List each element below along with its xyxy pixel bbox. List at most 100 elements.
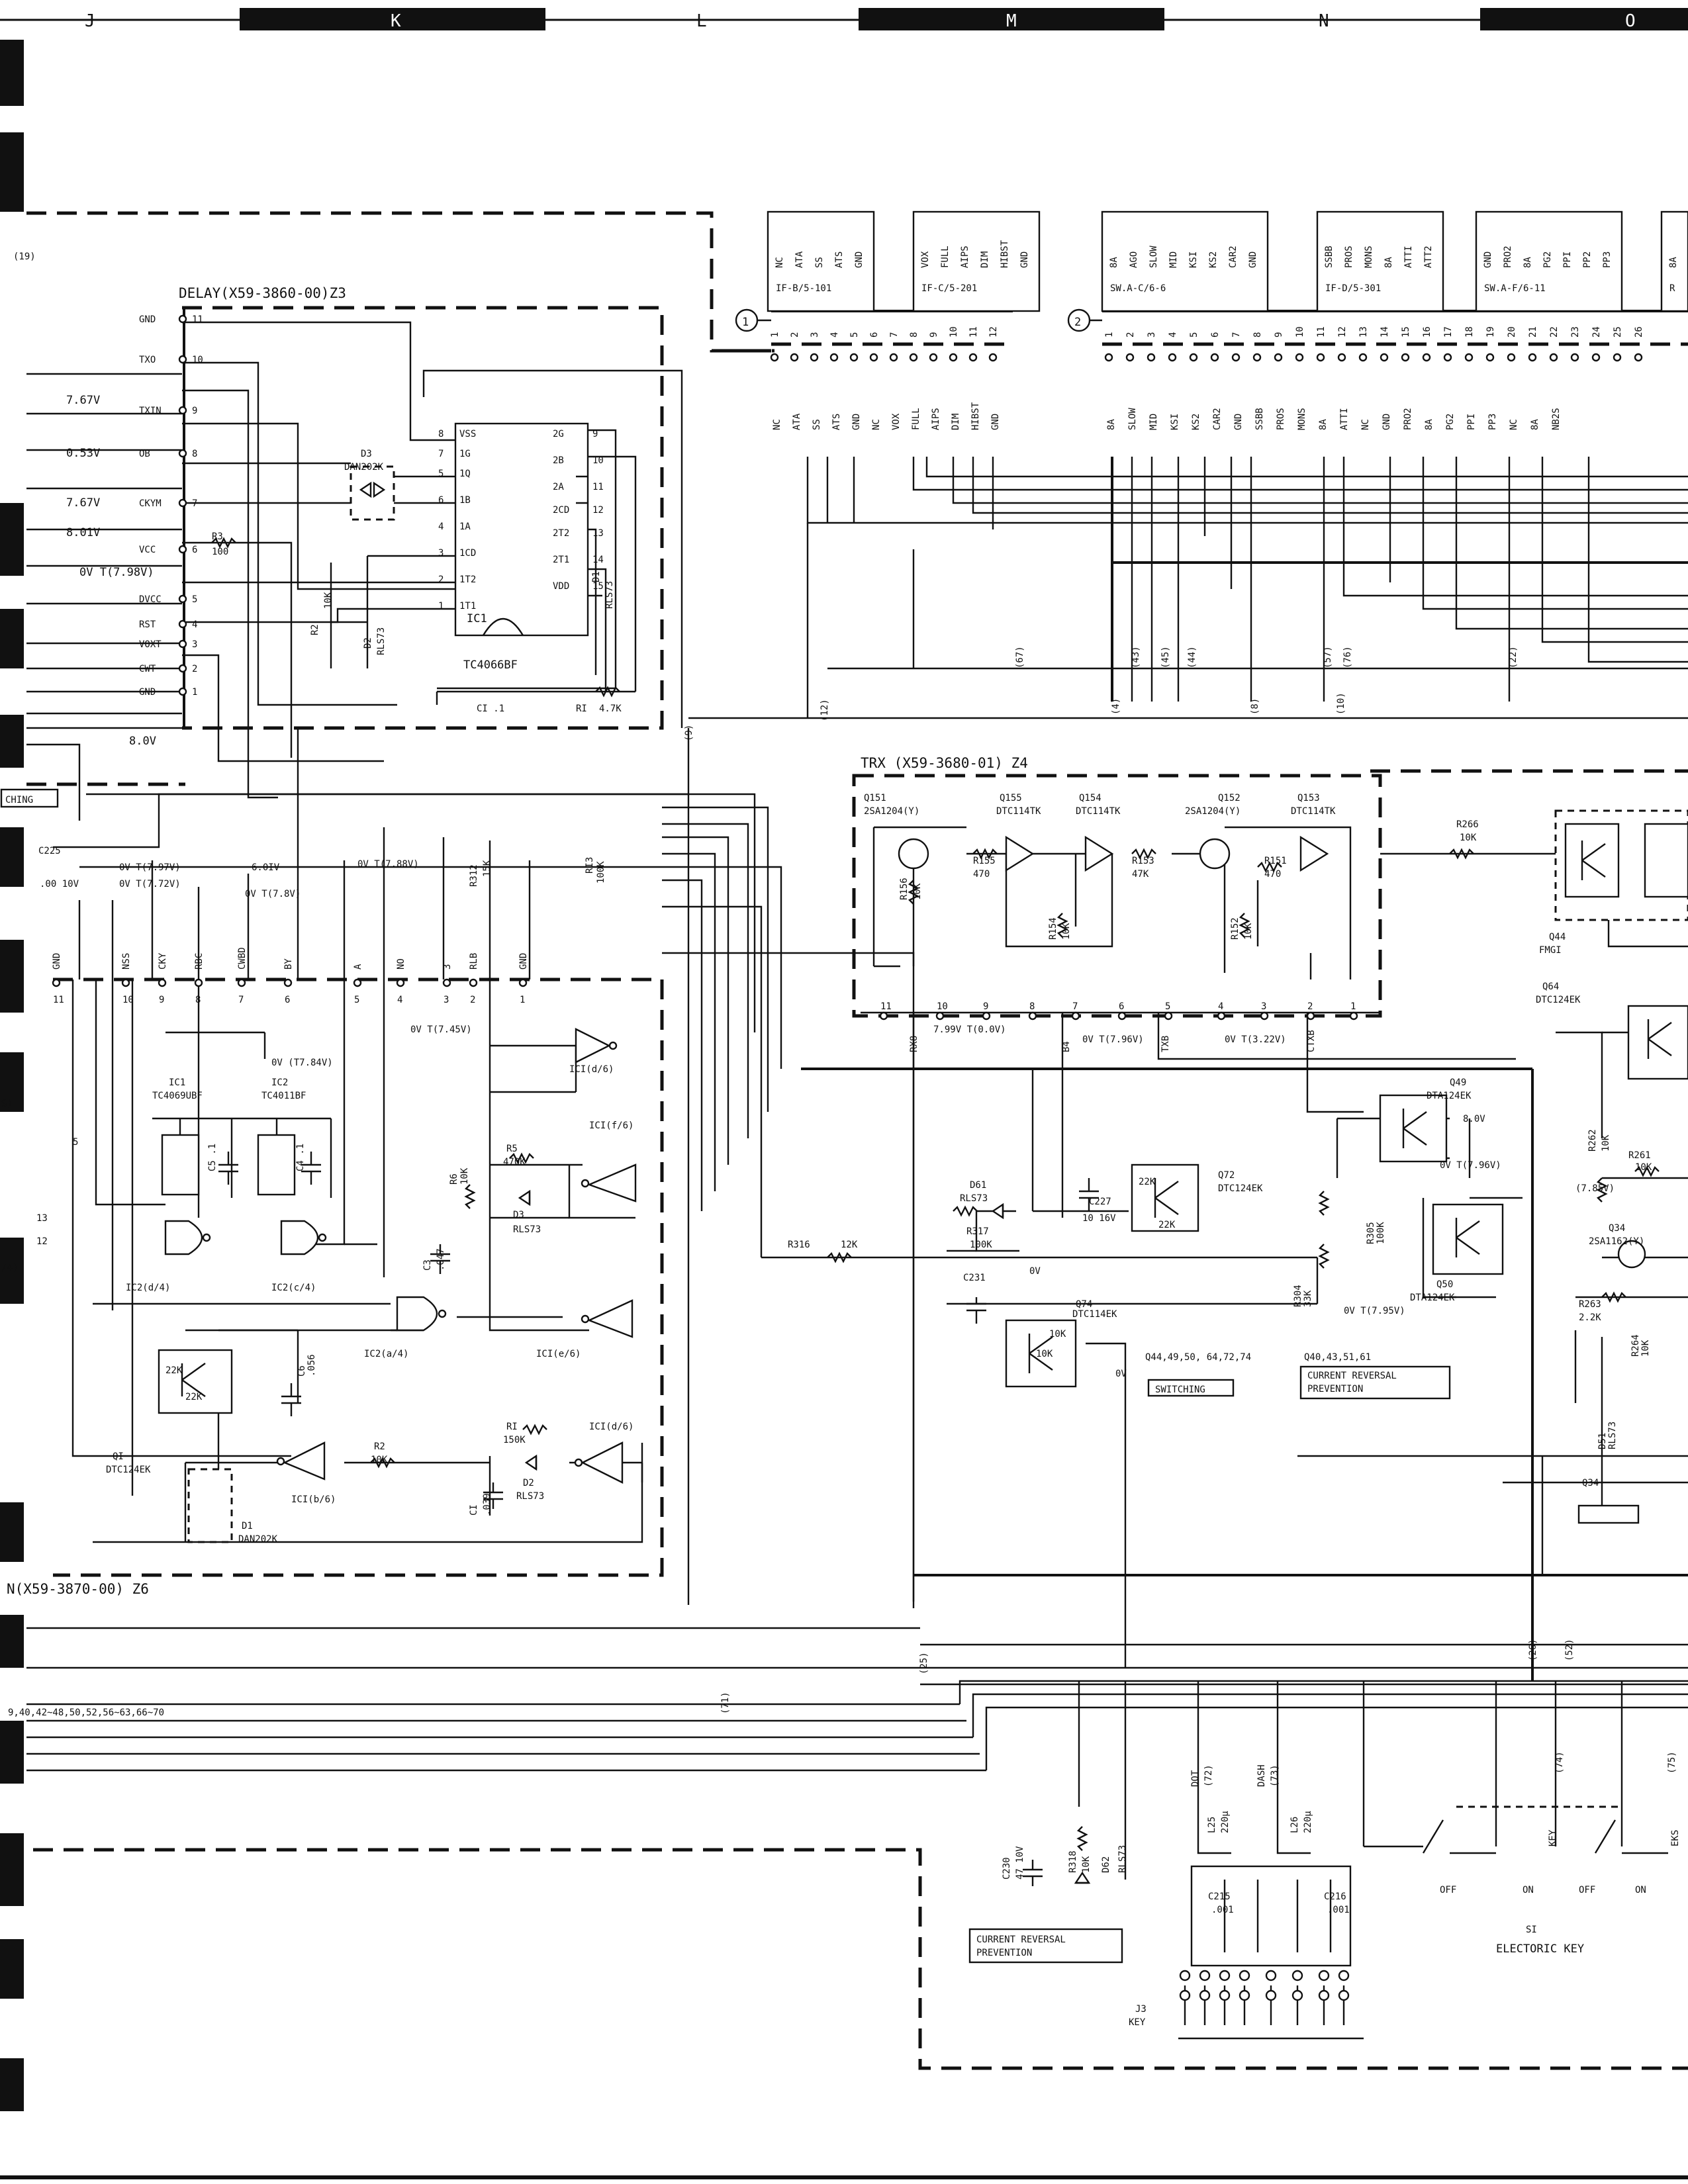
connector-pin [1104, 353, 1113, 362]
connector-lower-pin-label: SSBB [1254, 408, 1265, 430]
main-part-label: Q74 [1076, 1299, 1092, 1310]
ctrl-component-label: ICI(b/6) [291, 1494, 336, 1505]
trx-signal-label: 0V T(7.96V) [1082, 1034, 1144, 1045]
ctrl-component-label: IC2(d/4) [126, 1283, 170, 1293]
side-label: 5 [73, 1137, 78, 1148]
connector-lower-pin-label: SS [812, 419, 822, 430]
ctrl-part-label: 100K [596, 861, 606, 884]
main-part-label: Q34 [1609, 1223, 1625, 1234]
jack-terminal [1219, 1970, 1231, 1981]
voltage-label: 7.67V [66, 496, 100, 510]
wire-number: (57) [1323, 646, 1333, 668]
main-part-label: R317 [966, 1226, 989, 1237]
connector-lower-pin-label: 8A [1318, 419, 1329, 430]
delay-part-label: R2 [310, 624, 320, 635]
q34-2sa1162 [1617, 1240, 1646, 1269]
delay-pin [178, 545, 187, 554]
connector-pin-label: AGO [1129, 251, 1139, 268]
delay-part-label: 4.7K [599, 704, 622, 714]
ctrl-component-label: D1 [242, 1521, 253, 1531]
main-part-label: DTA124EK [1410, 1293, 1455, 1303]
key-part-label: L26 [1289, 1817, 1300, 1833]
connector-pin-number: 2 [1125, 332, 1136, 338]
connector-group-4 [1316, 210, 1444, 312]
connector-group-title: IF-C/5-201 [921, 283, 977, 294]
connector-pin-label: PROS [1344, 246, 1354, 268]
ctrl-component-label: .056 [306, 1354, 317, 1377]
connector-pin-number: 1 [1104, 332, 1115, 338]
jack-terminal [1338, 1989, 1350, 2001]
main-part-label: 0V T(7.95V) [1344, 1306, 1405, 1316]
ctrl-part-label: C225 [38, 846, 61, 856]
inverter-ic1-e6 [586, 1299, 633, 1338]
connector-lower-pin-label: ATTI [1339, 408, 1350, 430]
ctrl-pin-label: CKY [158, 952, 168, 970]
ctrl-component-label: 470K [503, 1157, 526, 1167]
wire-number: (19) [13, 251, 36, 262]
delay-pin [178, 594, 187, 604]
connector-group-6 [1660, 210, 1688, 312]
voltage-label: 0.53V [66, 447, 100, 460]
connector-pin-label: KSI [1188, 251, 1199, 268]
trx-pin [1164, 1011, 1173, 1021]
side-label: 13 [36, 1213, 48, 1224]
ctrl-pin [52, 978, 61, 987]
wire-number: (52) [1564, 1639, 1575, 1661]
main-part-label: C231 [963, 1273, 986, 1283]
main-part-label: DTC124EK [1536, 995, 1581, 1005]
connector-pin-label: FULL [940, 246, 951, 268]
voltage-label: 7.67V [66, 394, 100, 407]
main-part-label: Q49 [1450, 1077, 1466, 1088]
connector-lower-pin-label: NB2S [1551, 408, 1562, 430]
connector-pin-label: SLOW [1149, 246, 1159, 268]
ctrl-pin-label: NSS [121, 953, 132, 970]
switch-state-label: ON [1635, 1885, 1646, 1895]
connector-pin-label: PP2 [1582, 251, 1593, 268]
delay-pin-number: 6 [192, 545, 197, 555]
connector-pin [988, 353, 998, 362]
trx-part-label: 470 [973, 869, 990, 880]
connector-lower-pin-label: AIPS [931, 408, 941, 430]
connector-group-title: SW.A-F/6-11 [1484, 283, 1546, 294]
jack-terminal [1179, 1970, 1191, 1981]
trx-pin [879, 1011, 888, 1021]
crp-line-2: PREVENTION [1307, 1384, 1363, 1394]
trx-part-label: 10K [1243, 923, 1254, 940]
ctrl-component-label: ICI(d/6) [589, 1422, 633, 1432]
key-part-label: RLS73 [1117, 1845, 1128, 1873]
delay-part-label: D2 [363, 637, 373, 649]
voltage-label: 8.0V [129, 735, 156, 748]
delay-pin-number: 3 [192, 639, 197, 650]
delay-pin-label: GND [139, 687, 156, 698]
connector-pin-number: 3 [810, 332, 820, 338]
ctrl-voltage-label: 0V T(7.88V) [357, 859, 419, 870]
connector-pin-number: 20 [1507, 326, 1517, 338]
connector-pin-number: 10 [949, 326, 959, 338]
connector-pin [790, 353, 799, 362]
connector-pin-number: 23 [1570, 326, 1581, 338]
ic1-right-pin-name: 2CD [553, 505, 569, 516]
ctrl-component-label: DTC124EK [106, 1465, 151, 1475]
key-part-label: (73) [1270, 1764, 1280, 1787]
trx-part-label: Q152 [1218, 793, 1241, 803]
ic1-left-pin-name: 1T2 [459, 574, 476, 585]
ctrl-voltage-label: 0V (T7.84V) [271, 1058, 333, 1068]
ctrl-pin-label: RLB [469, 953, 479, 970]
connector-pin-label: MID [1168, 251, 1179, 268]
trx-part-label: DTC114TK [996, 806, 1041, 817]
delay-pin-number: 1 [192, 687, 197, 698]
connector-pin-number: 1 [770, 332, 780, 338]
trx-part-label: DTC114TK [1076, 806, 1121, 817]
delay-module: DELAY(X59-3860-00)Z3 [179, 285, 664, 730]
delay-pin [178, 687, 187, 696]
trx-part-label: 10K [912, 883, 923, 900]
delay-pin-number: 10 [192, 355, 203, 365]
main-part-label: 10K [1460, 833, 1477, 843]
jack-terminal [1239, 1970, 1250, 1981]
connector-lower-pin-label: MID [1149, 414, 1159, 430]
delay-pin-label: TXIN [139, 406, 162, 416]
connector-pin-number: 25 [1613, 326, 1623, 338]
ic1-tc4066bf: IC1 TC4066BF [454, 422, 589, 672]
connector-pin-number: 21 [1528, 326, 1538, 338]
key-part-label: C215 [1208, 1891, 1231, 1902]
